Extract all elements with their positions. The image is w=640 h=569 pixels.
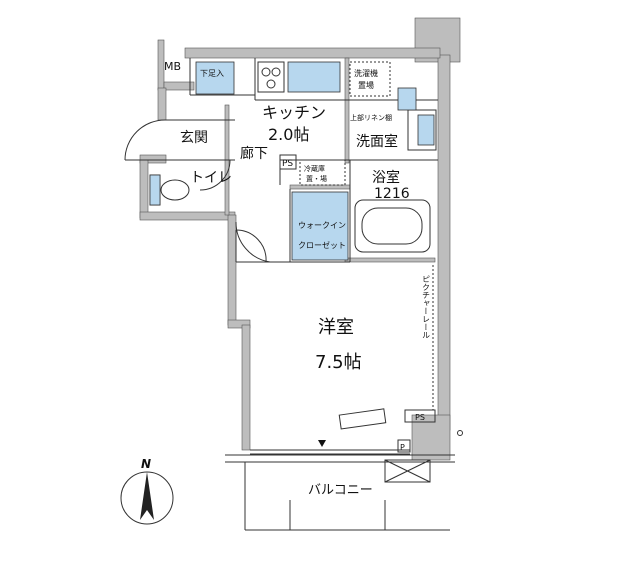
bath-label: 浴室	[372, 169, 400, 186]
upper-linen-label: 上部リネン棚	[350, 113, 392, 122]
p-box-label: P	[400, 443, 405, 452]
kitchen-sink	[287, 61, 341, 93]
room-left-wall	[227, 214, 237, 326]
kitchen-size-label: 2.0帖	[268, 125, 309, 144]
washroom-label: 洗面室	[356, 133, 398, 150]
room-left-wall-3	[241, 324, 251, 451]
outlet-dot	[457, 430, 463, 436]
western-room-label: 洋室	[318, 317, 354, 338]
western-size-label: 7.5帖	[315, 352, 362, 373]
fridge-label-bottom: 置・場	[306, 174, 327, 183]
toilet-wall-bottom	[139, 211, 236, 221]
mb-label: MB	[164, 60, 181, 73]
wic-label-top: ウォークイン	[298, 221, 346, 230]
washbasin	[397, 87, 417, 111]
north-arrow-icon	[140, 472, 154, 520]
toilet-wall-left	[139, 159, 149, 219]
picture-rail-label: ピクチャーレール	[422, 275, 431, 339]
laundry-label-bottom: 置場	[358, 80, 374, 90]
toilet-tank	[149, 174, 161, 206]
top-wall	[184, 47, 441, 59]
partition-kitchen-bath	[344, 57, 350, 164]
right-wall	[437, 54, 451, 431]
ps-lower-label: PS	[415, 413, 425, 422]
corridor-label: 廊下	[240, 145, 268, 162]
washroom-counter	[417, 114, 435, 146]
wic-label-bottom: クローゼット	[298, 240, 346, 250]
partition-bath-bottom	[344, 257, 436, 263]
laundry-label-top: 洗濯機	[354, 68, 378, 78]
shoe-storage-label: 下足入	[200, 69, 224, 78]
entry-marker	[318, 440, 326, 447]
left-wall-mid	[139, 154, 167, 164]
mb-wall-2	[163, 81, 195, 91]
left-wall-upper	[157, 87, 167, 121]
kitchen-label: キッチン	[262, 103, 326, 122]
room-left-wall-2	[227, 319, 251, 329]
bath-size-label: 1216	[374, 186, 410, 202]
balcony-label: バルコニー	[308, 483, 373, 498]
wardrobe	[291, 191, 349, 261]
compass: N	[120, 457, 174, 525]
toilet-label: トイレ	[190, 170, 232, 186]
north-label: N	[141, 457, 151, 471]
entrance-label: 玄関	[180, 129, 208, 146]
partition-wic-top	[289, 184, 351, 190]
ps-upper-label: PS	[282, 159, 293, 169]
fridge-label-top: 冷蔵庫	[304, 164, 325, 173]
shoe-cabinet	[195, 61, 235, 95]
